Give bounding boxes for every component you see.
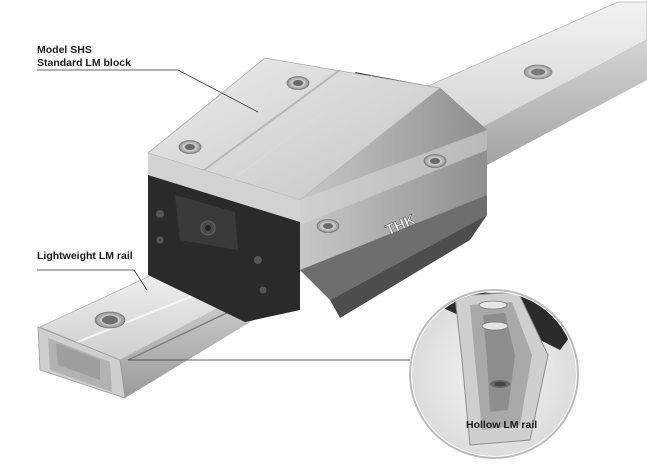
callout-lm-block-line2: Standard LM block <box>37 57 131 69</box>
block-mounting-holes <box>178 76 447 233</box>
lm-block: THK <box>147 57 487 322</box>
leader-lines <box>37 69 410 361</box>
callout-hollow-rail: Hollow LM rail <box>466 419 538 431</box>
callout-lightweight-rail: Lightweight LM rail <box>37 250 133 262</box>
callout-lm-block-line1: Model SHS <box>37 44 92 56</box>
hollow-rail-magnifier <box>409 289 579 459</box>
callout-lm-block: Model SHS Standard LM block <box>37 44 131 70</box>
